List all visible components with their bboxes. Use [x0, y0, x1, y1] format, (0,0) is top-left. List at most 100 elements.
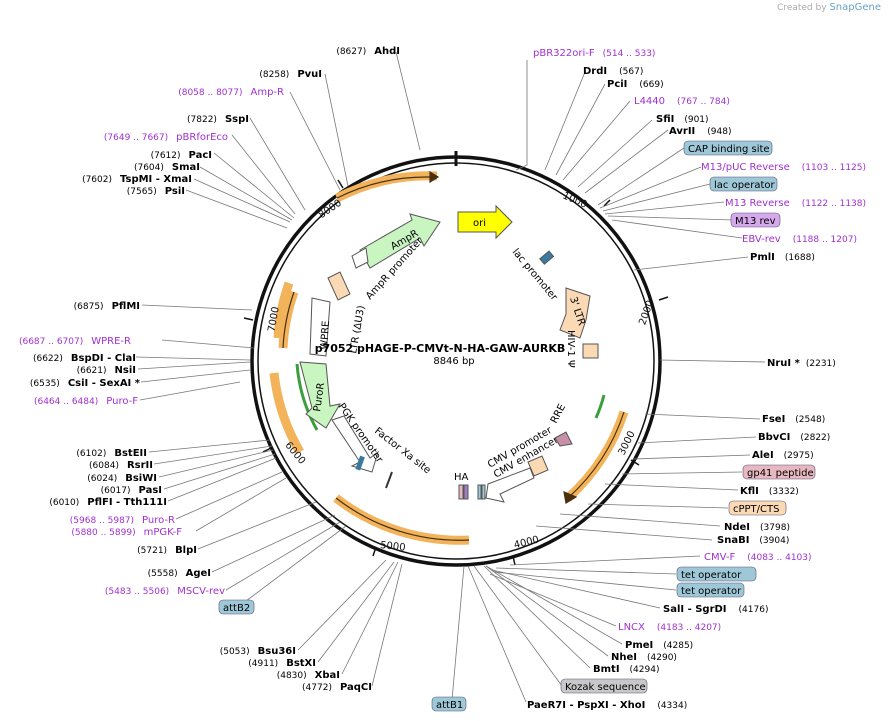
- label-sali-sgrdi: SalI - SgrDI(4176): [663, 604, 768, 615]
- label-bsiwi: (6024)BsiWI: [87, 473, 157, 484]
- label-rsrii-pos: (6084): [89, 461, 119, 471]
- leader-9: [602, 183, 711, 212]
- label-csii-name: CsiI - SexAI *: [68, 378, 141, 389]
- label-pasi-name: PasI: [139, 485, 162, 496]
- label-nsii: (6621)NsiI: [77, 365, 136, 376]
- label-tspmi-name: TspMI - XmaI: [120, 174, 192, 185]
- leader-30: [483, 565, 591, 669]
- green-arc-right: [594, 394, 606, 419]
- label-amp-r-name: Amp-R: [251, 87, 285, 98]
- label-nrui: NruI *(2231): [767, 358, 836, 369]
- leader-26: [491, 569, 661, 609]
- label-bsu36i: (5053)Bsu36I: [220, 646, 296, 657]
- ampr-arrow: [359, 213, 441, 269]
- label-paci: (7612)PacI: [151, 150, 212, 161]
- leader-37: [249, 117, 306, 211]
- label-psii-pos: (7565): [127, 187, 157, 197]
- label-smai-name: SmaI: [172, 162, 200, 173]
- label-ndei-name: NdeI: [724, 522, 750, 533]
- label-bmti: BmtI(4294): [593, 664, 659, 675]
- leader-49: [148, 439, 271, 453]
- leader-12: [611, 219, 743, 239]
- leader-13: [633, 256, 749, 271]
- leader-39: [213, 152, 295, 219]
- label-agei-pos: (5558): [148, 569, 178, 579]
- label-mpgk-f-name: mPGK-F: [144, 527, 183, 538]
- leader-11: [607, 215, 734, 221]
- leader-24: [495, 567, 677, 575]
- label-wpre-r-name: WPRE-R: [91, 336, 131, 347]
- credit-brand: SnapGene: [829, 2, 881, 13]
- feature-arc-left-1: [273, 281, 294, 339]
- plasmid-title: p7052 pHAGE-P-CMVt-N-HA-GAW-AURKB: [315, 342, 566, 355]
- tet-box-1: [477, 484, 482, 500]
- wpre-label: WPRE: [319, 320, 332, 350]
- label-pmli-name: PmlI: [750, 252, 775, 263]
- label-ebv-rev-name: EBV-rev: [742, 234, 781, 245]
- leader-53: [167, 457, 277, 502]
- ha-box-1: [458, 484, 464, 500]
- label-pvui: (8258) PvuI: [259, 69, 322, 80]
- label-bsteii-name: BstEII: [114, 448, 147, 459]
- leader-2: [544, 71, 586, 171]
- label-tet-operator-1: tet operator: [681, 570, 742, 581]
- label-bspdi-clai: (6622)BspDI - ClaI: [33, 353, 136, 364]
- leader-54: [175, 471, 283, 520]
- leader-55: [195, 477, 287, 532]
- leader-61: [317, 561, 395, 663]
- label-nrui-pos: (2231): [806, 359, 836, 369]
- leader-52: [163, 453, 276, 490]
- factor-xa-tick: [385, 471, 393, 489]
- ampr-promoter-arrow: [351, 247, 369, 269]
- leader-5: [577, 119, 653, 188]
- label-cmv-f-pos: (4083 .. 4103): [747, 553, 811, 563]
- label-mpgk-f-pos: (5880 .. 5899): [71, 528, 135, 538]
- feature-arrows: [282, 170, 625, 541]
- label-l4440-name: L4440: [634, 96, 665, 107]
- label-rsrii: (6084)RsrII: [89, 460, 153, 471]
- box-tet-operator-2: [676, 582, 745, 598]
- factor-xa-box: [355, 455, 365, 471]
- leader-31: [473, 565, 563, 687]
- label-pflfi-name: PflFI - Tth111I: [87, 497, 167, 508]
- label-puro-r: (5968 .. 5987) Puro-R: [70, 515, 175, 526]
- leader-8: [599, 166, 702, 209]
- leader-43: [141, 304, 253, 311]
- label-cmv-f-name: CMV-F: [704, 552, 735, 563]
- label-pmei: PmeI(4285): [625, 640, 693, 651]
- leader-27: [489, 573, 617, 627]
- ltr3-small-box: [582, 343, 599, 359]
- arrow-line-top: [336, 176, 431, 199]
- cmv-enhancer-box: [527, 455, 549, 477]
- wpre-box: [309, 297, 331, 357]
- label-nhei-name: NheI: [611, 652, 637, 663]
- tet-box-2: [481, 484, 486, 500]
- label-nsii-pos: (6621): [77, 366, 107, 376]
- label-bspdi-pos: (6622): [33, 354, 63, 364]
- leader-23: [509, 555, 701, 566]
- label-ahdi-name: AhdI: [374, 46, 400, 57]
- leader-51: [158, 449, 274, 478]
- label-smai-pos: (7604): [134, 163, 164, 173]
- label-l4440: L4440(767 .. 784): [634, 96, 730, 107]
- label-pcii-name: PciI: [607, 79, 627, 90]
- label-puro-r-pos: (5968 .. 5987): [70, 516, 134, 526]
- label-paer7i-pos: (4334): [657, 701, 687, 711]
- leader-10: [604, 201, 725, 215]
- label-puro-r-name: Puro-R: [142, 515, 175, 526]
- label-tet-operator-2: tet operator: [681, 586, 742, 597]
- label-lncx: LNCX(4183 .. 4207): [618, 622, 721, 633]
- label-paci-name: PacI: [189, 150, 212, 161]
- box-gp41-peptide: [742, 464, 816, 480]
- tick-4000: [512, 555, 516, 566]
- rre-box: [554, 431, 573, 447]
- label-bbvci-name: BbvCI: [758, 432, 790, 443]
- label-pvui-pos: (8258): [259, 70, 289, 80]
- label-pflmi-name: PflMI: [112, 301, 140, 312]
- tick-5000: [372, 546, 377, 557]
- label-avrii-pos: (948): [707, 127, 731, 137]
- label-pmei-name: PmeI: [625, 640, 653, 651]
- label-m13-reverse: M13 Reverse(1122 .. 1138): [725, 198, 866, 209]
- label-bmti-pos: (4294): [630, 665, 660, 675]
- label-pvui-name: PvuI: [297, 69, 322, 80]
